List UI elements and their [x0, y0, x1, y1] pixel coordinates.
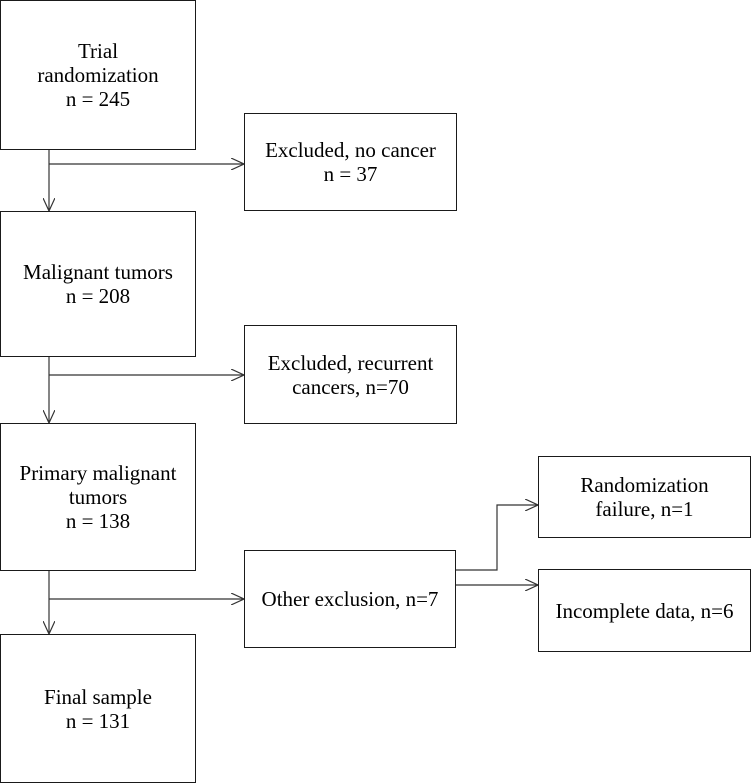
node-text: Malignant tumors	[23, 260, 173, 284]
node-other-exclusion: Other exclusion, n=7	[244, 550, 456, 648]
node-text: Trial	[77, 39, 119, 63]
node-text: n = 138	[65, 509, 131, 533]
node-excluded-no-cancer: Excluded, no cancer n = 37	[244, 113, 457, 211]
node-incomplete-data: Incomplete data, n=6	[538, 569, 751, 652]
node-text: Incomplete data, n=6	[555, 598, 734, 623]
node-text: Excluded, recurrent	[267, 350, 434, 375]
node-randomization-failure: Randomization failure, n=1	[538, 456, 751, 538]
node-excluded-recurrent: Excluded, recurrent cancers, n=70	[244, 325, 457, 424]
arrow-other-to-randomization-failure	[456, 505, 538, 571]
node-text: Randomization	[580, 473, 709, 497]
node-malignant-tumors: Malignant tumors n = 208	[0, 211, 196, 357]
node-text: n = 131	[65, 708, 131, 733]
node-final-sample: Final sample n = 131	[0, 634, 196, 783]
node-text: tumors	[68, 485, 128, 509]
node-text: Excluded, no cancer	[265, 138, 436, 162]
node-text: Final sample	[44, 684, 152, 709]
node-text: randomization	[37, 63, 159, 87]
node-trial-randomization: Trial randomization n = 245	[0, 0, 196, 150]
node-text: n = 245	[65, 87, 131, 111]
node-text: n = 208	[65, 284, 131, 308]
node-text: cancers, n=70	[292, 374, 409, 399]
node-primary-malignant-tumors: Primary malignant tumors n = 138	[0, 423, 196, 571]
node-text: Primary malignant	[19, 461, 177, 485]
node-text: n = 37	[323, 162, 378, 186]
node-text: Other exclusion, n=7	[261, 587, 439, 611]
node-text: failure, n=1	[595, 497, 694, 521]
